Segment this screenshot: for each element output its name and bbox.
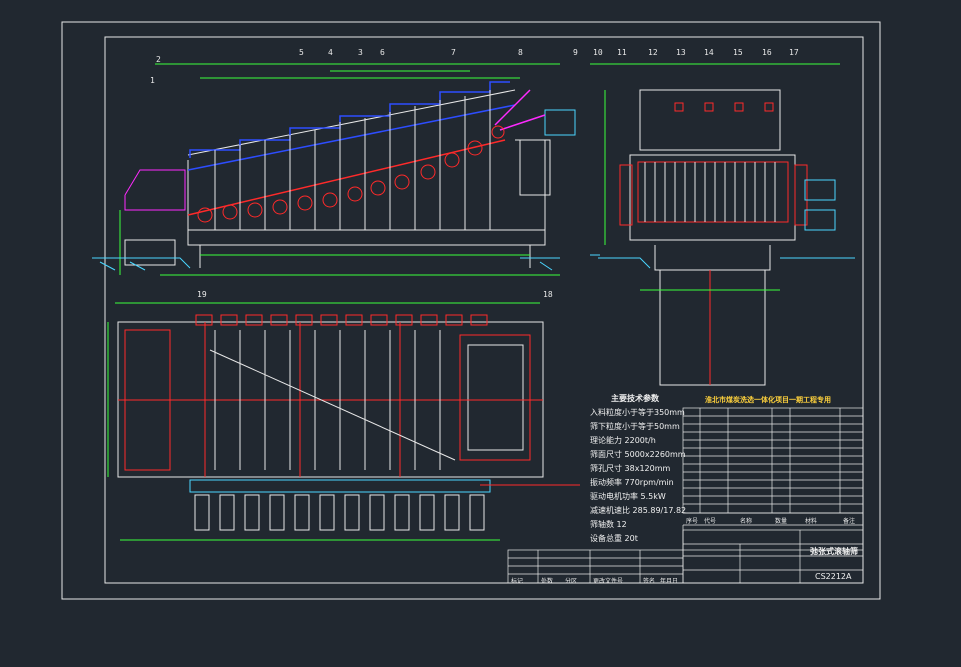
revision-mark: 年月日 <box>660 578 679 585</box>
spec-title: 主要技术参数 <box>611 393 659 403</box>
parts-list-table <box>682 407 864 526</box>
part-number: 7 <box>451 48 456 57</box>
drawing-code: CS2212A <box>815 572 852 581</box>
spec-line: 筛下粒度小于等于50mm <box>590 422 680 431</box>
outer-frame <box>61 21 881 600</box>
table-col-label: 名称 <box>740 518 753 525</box>
revision-mark: 更改文件号 <box>593 578 624 585</box>
part-number: 5 <box>299 48 304 57</box>
table-col-label: 代号 <box>704 518 717 525</box>
side-elevation-view <box>92 63 576 276</box>
project-title: 淮北市煤炭洗选一体化项目一期工程专用 <box>705 396 831 404</box>
part-number: 17 <box>789 48 799 57</box>
part-number: 6 <box>380 48 385 57</box>
part-number: 1 <box>150 76 155 85</box>
part-number: 10 <box>593 48 603 57</box>
spec-line: 入料粒度小于等于350mm <box>590 408 685 417</box>
spec-line: 设备总重 20t <box>590 534 638 543</box>
spec-line: 筛孔尺寸 38x120mm <box>590 464 671 473</box>
part-number: 11 <box>617 48 627 57</box>
part-number: 8 <box>518 48 523 57</box>
table-col-label: 材料 <box>805 518 818 525</box>
part-number: 15 <box>733 48 743 57</box>
revision-mark: 处数 <box>541 578 554 585</box>
plan-view <box>107 302 580 541</box>
part-number: 16 <box>762 48 772 57</box>
spec-line: 减速机速比 285.89/17.82 <box>590 506 687 515</box>
part-number: 4 <box>328 48 333 57</box>
spec-line: 筛面尺寸 5000x2260mm <box>590 450 686 459</box>
part-number: 3 <box>358 48 363 57</box>
inner-frame <box>104 36 864 584</box>
table-col-label: 序号 <box>686 518 699 525</box>
revision-mark: 签名 <box>643 578 656 585</box>
part-number: 12 <box>648 48 658 57</box>
table-col-label: 数量 <box>775 518 788 525</box>
end-elevation-view <box>590 63 855 386</box>
revision-mark: 分区 <box>565 578 578 585</box>
title-block <box>507 525 864 584</box>
part-number: 9 <box>573 48 578 57</box>
revision-mark: 标记 <box>511 578 524 585</box>
part-number: 18 <box>543 290 553 299</box>
spec-line: 驱动电机功率 5.5kW <box>590 492 666 501</box>
spec-line: 理论能力 2200t/h <box>590 436 656 445</box>
table-col-label: 备注 <box>843 518 856 525</box>
part-number: 19 <box>197 290 207 299</box>
part-number: 2 <box>156 55 161 64</box>
spec-line: 振动频率 770rpm/min <box>590 478 674 487</box>
drawing-name: 弛张式滚轴筛 <box>810 547 858 556</box>
part-number: 13 <box>676 48 686 57</box>
spec-line: 筛轴数 12 <box>590 520 627 529</box>
part-number: 14 <box>704 48 714 57</box>
